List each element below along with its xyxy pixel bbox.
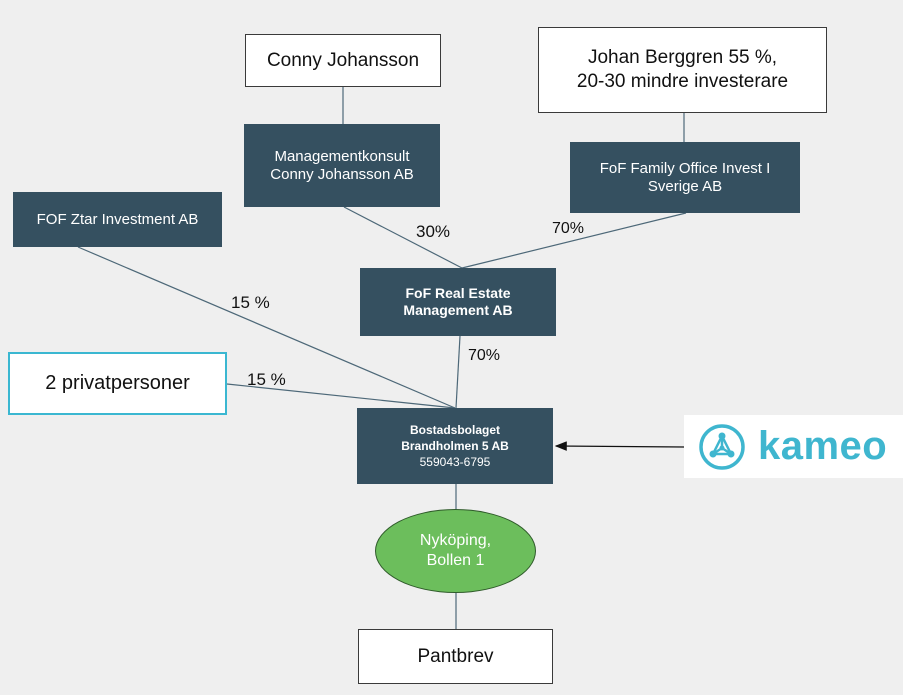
node-line: Johan Berggren 55 %, bbox=[587, 47, 778, 69]
node-nykoping: Nyköping, Bollen 1 bbox=[375, 509, 536, 593]
node-line: 20-30 mindre investerare bbox=[576, 71, 789, 92]
node-line: Management AB bbox=[403, 302, 513, 318]
kameo-logo-icon bbox=[699, 423, 745, 470]
node-line: Brandholmen 5 AB bbox=[401, 438, 509, 453]
node-line: Bostadsbolaget bbox=[409, 422, 500, 437]
node-line: Managementkonsult bbox=[274, 147, 410, 165]
node-fof-family-office: FoF Family Office Invest I Sverige AB bbox=[570, 142, 800, 213]
edge-managementkonsult-to-realestate bbox=[343, 206, 463, 269]
kameo-wordmark: kameo bbox=[758, 424, 888, 468]
node-managementkonsult: Managementkonsult Conny Johansson AB bbox=[244, 124, 440, 207]
node-johan-berggren: Johan Berggren 55 %, 20-30 mindre invest… bbox=[538, 27, 827, 113]
node-line: Bollen 1 bbox=[426, 552, 485, 569]
node-line: Conny Johansson AB bbox=[270, 165, 414, 183]
edge-label-70-realestate: 70% bbox=[468, 347, 501, 364]
node-line: 2 privatpersoner bbox=[45, 372, 190, 394]
edge-privatpersoner-to-bostad bbox=[226, 383, 456, 409]
edge-label-15-ztar: 15 % bbox=[231, 293, 270, 312]
node-bostadsbolaget: Bostadsbolaget Brandholmen 5 AB 559043-6… bbox=[357, 408, 553, 484]
node-pantbrev: Pantbrev bbox=[358, 629, 553, 684]
node-privatpersoner: 2 privatpersoner bbox=[8, 352, 227, 415]
node-line: FoF Family Office Invest I bbox=[599, 159, 771, 177]
node-fof-real-estate: FoF Real Estate Management AB bbox=[360, 268, 556, 336]
node-line: Sverige AB bbox=[647, 177, 723, 195]
node-line: FOF Ztar Investment AB bbox=[36, 210, 199, 228]
edge-label-70-family: 70% bbox=[552, 220, 585, 237]
edge-ztar-to-bostad bbox=[77, 246, 456, 409]
kameo-logo: kameo bbox=[684, 415, 903, 478]
node-fof-ztar: FOF Ztar Investment AB bbox=[13, 192, 222, 247]
edge-familyoffice-to-realestate bbox=[461, 212, 687, 269]
node-line: Pantbrev bbox=[417, 645, 494, 667]
edge-label-15-privat: 15 % bbox=[247, 370, 286, 389]
node-line: FoF Real Estate bbox=[405, 285, 511, 302]
node-line: 559043-6795 bbox=[419, 455, 491, 470]
node-line: Nyköping, bbox=[419, 532, 492, 549]
edge-realestate-to-bostad bbox=[455, 335, 461, 409]
edge-kameo-arrow bbox=[554, 441, 685, 451]
edge-label-30: 30% bbox=[416, 222, 451, 241]
node-conny-johansson: Conny Johansson bbox=[245, 34, 441, 87]
node-line: Conny Johansson bbox=[266, 49, 420, 71]
